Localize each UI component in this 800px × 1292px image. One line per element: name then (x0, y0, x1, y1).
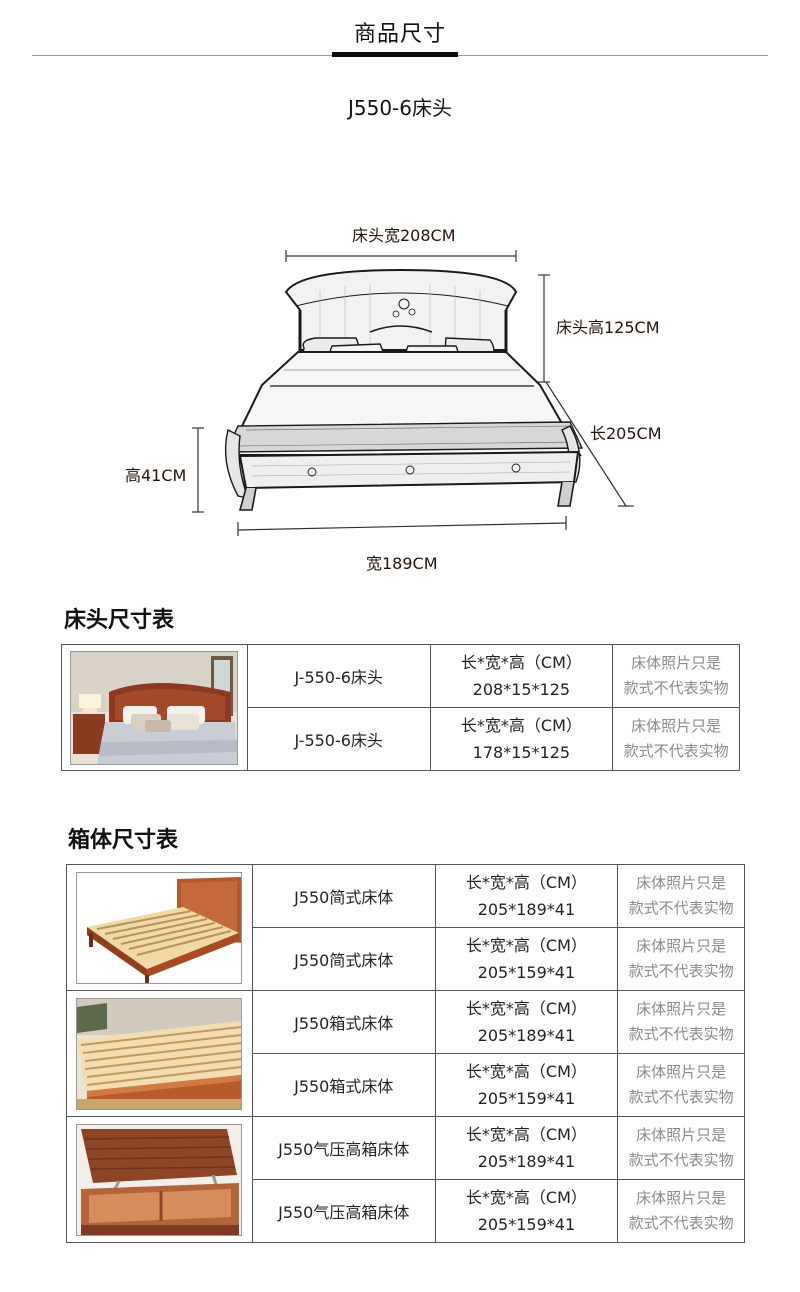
note-line: 款式不代表实物 (628, 1088, 734, 1106)
dims-label: 长*宽*高（CM） (465, 936, 587, 955)
headboard-photo (70, 650, 239, 765)
box-bed-photo-cell (66, 990, 253, 1117)
note-line: 款式不代表实物 (628, 962, 734, 980)
bed-dimension-diagram: 床头宽208CM 床头高125CM 长205CM 高41CM 宽189CM (0, 200, 800, 580)
box-model-cell: J550简式床体 (251, 864, 436, 928)
headboard-model-cell: J-550-6床头 (246, 644, 431, 708)
dims-label: 长*宽*高（CM） (465, 1062, 587, 1081)
dims-value: 205*189*41 (477, 1152, 576, 1171)
dims-value: 205*189*41 (477, 1026, 576, 1045)
photo-note-cell: 床体照片只是 款式不代表实物 (617, 1053, 745, 1117)
photo-note-cell: 床体照片只是 款式不代表实物 (617, 927, 745, 991)
headboard-dims-cell: 长*宽*高（CM） 178*15*125 (429, 707, 614, 771)
bed-sketch-image (192, 250, 634, 536)
width-label: 宽189CM (366, 554, 438, 573)
note-line: 款式不代表实物 (628, 899, 734, 917)
note-line: 床体照片只是 (631, 717, 722, 735)
box-model-cell: J550箱式床体 (251, 1053, 436, 1117)
photo-note-cell: 床体照片只是 款式不代表实物 (617, 1116, 745, 1180)
box-model-cell: J550气压高箱床体 (251, 1179, 436, 1243)
box-bed-photo (76, 997, 243, 1110)
note-line: 床体照片只是 (631, 654, 722, 672)
note-line: 床体照片只是 (636, 1063, 727, 1081)
box-dims-cell: 长*宽*高（CM） 205*189*41 (434, 864, 619, 928)
photo-note-cell: 床体照片只是 款式不代表实物 (617, 1179, 745, 1243)
photo-note-cell: 床体照片只是 款式不代表实物 (617, 864, 745, 928)
box-table-title: 箱体尺寸表 (68, 828, 179, 853)
page-title: 商品尺寸 (353, 22, 446, 47)
headboard-width-label: 床头宽208CM (352, 226, 456, 245)
note-line: 床体照片只是 (636, 874, 727, 892)
headboard-photo-cell (61, 644, 248, 771)
table-row: J550气压高箱床体 长*宽*高（CM） 205*189*41 床体照片只是 款… (66, 1116, 745, 1243)
height-label: 高41CM (125, 466, 187, 485)
dims-label: 长*宽*高（CM） (465, 1188, 587, 1207)
dims-label: 长*宽*高（CM） (465, 999, 587, 1018)
length-label: 长205CM (590, 424, 662, 443)
note-line: 款式不代表实物 (623, 742, 729, 760)
headboard-model-cell: J-550-6床头 (246, 707, 431, 771)
dims-value: 205*159*41 (477, 1215, 576, 1234)
table-row: J550气压高箱床体 长*宽*高（CM） 205*159*41 床体照片只是 款… (67, 1179, 745, 1243)
table-row: J550简式床体 长*宽*高（CM） 205*159*41 床体照片只是 款式不… (67, 927, 745, 991)
note-line: 款式不代表实物 (628, 1025, 734, 1043)
headboard-table-title: 床头尺寸表 (64, 608, 175, 633)
dims-value: 205*189*41 (477, 900, 576, 919)
dims-value: 208*15*125 (472, 680, 571, 699)
photo-note-cell: 床体照片只是 款式不代表实物 (612, 707, 740, 771)
box-model-cell: J550简式床体 (251, 927, 436, 991)
box-size-table: J550简式床体 长*宽*高（CM） 205*189*41 床体照片只是 款式不… (66, 864, 745, 1243)
table-row: J-550-6床头 长*宽*高（CM） 208*15*125 床体照片只是 款式… (61, 644, 740, 771)
photo-note-cell: 床体照片只是 款式不代表实物 (617, 990, 745, 1054)
note-line: 床体照片只是 (636, 1126, 727, 1144)
table-row: J550箱式床体 长*宽*高（CM） 205*189*41 床体照片只是 款式不… (66, 990, 745, 1117)
lift-storage-bed-photo-cell (66, 1116, 253, 1243)
headboard-height-label: 床头高125CM (556, 318, 660, 337)
box-dims-cell: 长*宽*高（CM） 205*159*41 (434, 1179, 619, 1243)
box-dims-cell: 长*宽*高（CM） 205*159*41 (434, 927, 619, 991)
lift-storage-bed-photo (76, 1123, 243, 1236)
note-line: 床体照片只是 (636, 937, 727, 955)
table-row: J550简式床体 长*宽*高（CM） 205*189*41 床体照片只是 款式不… (66, 864, 745, 991)
box-dims-cell: 长*宽*高（CM） 205*189*41 (434, 990, 619, 1054)
note-line: 款式不代表实物 (623, 679, 729, 697)
product-title: J550-6床头 (347, 96, 452, 120)
dims-label: 长*宽*高（CM） (460, 653, 582, 672)
headboard-dims-cell: 长*宽*高（CM） 208*15*125 (429, 644, 614, 708)
dims-value: 205*159*41 (477, 1089, 576, 1108)
box-dims-cell: 长*宽*高（CM） 205*159*41 (434, 1053, 619, 1117)
table-row: J550箱式床体 长*宽*高（CM） 205*159*41 床体照片只是 款式不… (67, 1053, 745, 1117)
box-model-cell: J550气压高箱床体 (251, 1116, 436, 1180)
note-line: 床体照片只是 (636, 1000, 727, 1018)
box-model-cell: J550箱式床体 (251, 990, 436, 1054)
title-underline (332, 52, 458, 57)
simple-bed-photo-cell (66, 864, 253, 991)
dims-label: 长*宽*高（CM） (460, 716, 582, 735)
dims-label: 长*宽*高（CM） (465, 873, 587, 892)
simple-bed-photo (76, 871, 243, 984)
headboard-size-table: J-550-6床头 长*宽*高（CM） 208*15*125 床体照片只是 款式… (61, 644, 740, 771)
note-line: 床体照片只是 (636, 1189, 727, 1207)
dims-label: 长*宽*高（CM） (465, 1125, 587, 1144)
note-line: 款式不代表实物 (628, 1151, 734, 1169)
dims-value: 178*15*125 (472, 743, 571, 762)
box-dims-cell: 长*宽*高（CM） 205*189*41 (434, 1116, 619, 1180)
photo-note-cell: 床体照片只是 款式不代表实物 (612, 644, 740, 708)
table-row: J-550-6床头 长*宽*高（CM） 178*15*125 床体照片只是 款式… (62, 707, 740, 771)
note-line: 款式不代表实物 (628, 1214, 734, 1232)
dims-value: 205*159*41 (477, 963, 576, 982)
